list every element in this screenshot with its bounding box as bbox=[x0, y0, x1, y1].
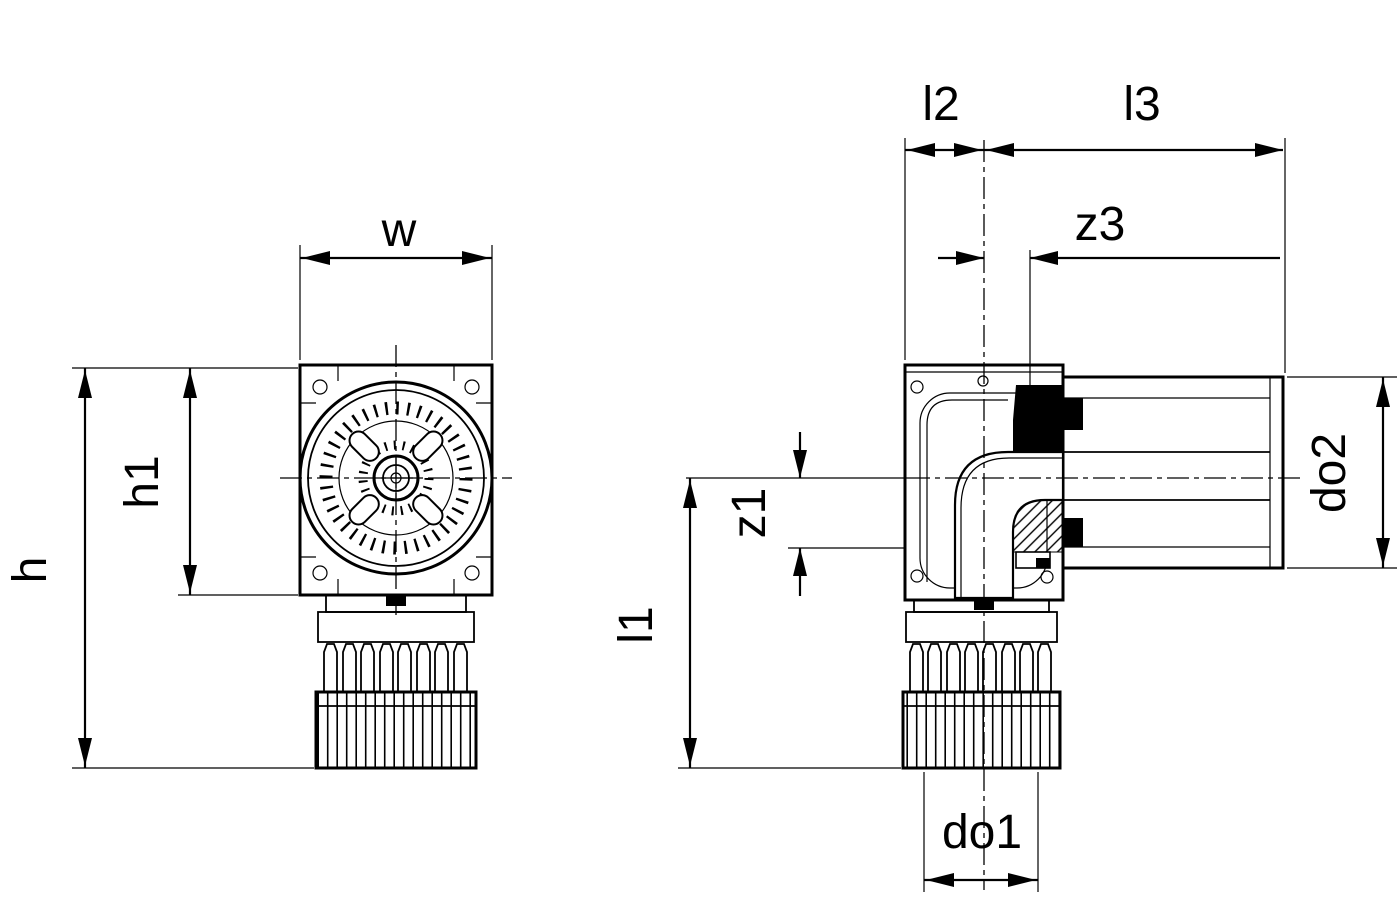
arrowhead bbox=[793, 450, 807, 478]
extension-lines bbox=[1287, 376, 1397, 569]
dim-w: w bbox=[299, 204, 493, 360]
screw-hole bbox=[1040, 570, 1054, 584]
clip-tab bbox=[386, 595, 406, 606]
arrowhead bbox=[183, 370, 197, 398]
outlet-spigot bbox=[1063, 375, 1285, 570]
arrowhead bbox=[683, 480, 697, 508]
socket-section-black bbox=[1063, 518, 1083, 547]
arrowhead bbox=[1255, 143, 1283, 157]
arrowhead bbox=[1030, 251, 1058, 265]
dim-h: h bbox=[4, 367, 314, 769]
plate-corner-notch bbox=[300, 365, 339, 404]
dim-l3: l3 bbox=[984, 78, 1286, 373]
dim-label-l3: l3 bbox=[1123, 78, 1160, 131]
knurled-collar bbox=[314, 690, 478, 770]
dim-label-do1: do1 bbox=[942, 806, 1022, 859]
centerlines bbox=[280, 140, 1302, 890]
screw-hole bbox=[464, 565, 480, 581]
arrowhead bbox=[793, 548, 807, 576]
grip-slot bbox=[412, 494, 444, 526]
dim-label-z1: z1 bbox=[723, 488, 776, 539]
rib-fins bbox=[323, 643, 468, 692]
dim-z3: z3 bbox=[938, 198, 1280, 395]
screw-hole bbox=[312, 565, 328, 581]
grip-slot bbox=[348, 430, 380, 462]
arrowhead bbox=[907, 143, 935, 157]
grip-slot bbox=[348, 494, 380, 526]
dim-do2: do2 bbox=[1287, 376, 1397, 569]
arrowhead bbox=[954, 143, 982, 157]
arrowhead bbox=[302, 251, 330, 265]
arrowhead bbox=[78, 738, 92, 766]
arrowhead bbox=[1376, 379, 1390, 407]
extension-lines bbox=[72, 367, 314, 769]
knurled-collar bbox=[901, 690, 1062, 770]
plate-corner-notch bbox=[300, 556, 339, 595]
elbow-wall-inner bbox=[960, 457, 1063, 598]
dim-label-h1: h1 bbox=[116, 455, 169, 508]
rib-fins bbox=[909, 643, 1052, 692]
arrowhead bbox=[1376, 538, 1390, 566]
plate-corner-notch bbox=[453, 365, 492, 404]
socket-section-black bbox=[1063, 398, 1083, 430]
screw-hole bbox=[977, 375, 989, 387]
arrowhead bbox=[956, 251, 984, 265]
knurled-collar-texture bbox=[903, 692, 1060, 768]
screw-hole bbox=[910, 380, 924, 394]
housing-inner-line bbox=[926, 399, 1008, 582]
dim-z1: z1 bbox=[723, 432, 905, 596]
arrowhead bbox=[462, 251, 490, 265]
arrowhead bbox=[683, 738, 697, 766]
dim-l2: l2 bbox=[904, 78, 984, 360]
knurled-collar-texture bbox=[316, 692, 476, 768]
step-detail-black bbox=[1036, 558, 1050, 568]
grip-slot bbox=[412, 430, 444, 462]
dim-do1: do1 bbox=[923, 772, 1039, 892]
dim-label-z3: z3 bbox=[1075, 198, 1126, 251]
arrowhead bbox=[986, 143, 1014, 157]
dim-l1: l1 bbox=[610, 478, 901, 769]
extension-lines bbox=[923, 772, 1039, 892]
dim-label-h: h bbox=[4, 557, 57, 584]
dim-label-do2: do2 bbox=[1303, 433, 1356, 513]
screw-hole bbox=[464, 379, 480, 395]
dim-label-l2: l2 bbox=[922, 78, 959, 131]
arrowhead bbox=[78, 370, 92, 398]
upper-collar bbox=[317, 611, 475, 643]
section-cut-black bbox=[1013, 385, 1063, 452]
plate-corner-notch bbox=[453, 556, 492, 595]
screw-hole bbox=[312, 379, 328, 395]
dim-label-l1: l1 bbox=[610, 606, 663, 643]
dim-h1: h1 bbox=[116, 368, 298, 596]
side-view bbox=[901, 363, 1285, 770]
arrowhead bbox=[183, 565, 197, 593]
dim-label-w: w bbox=[381, 204, 417, 257]
arrowhead bbox=[926, 873, 954, 887]
upper-collar bbox=[905, 611, 1058, 643]
extension-lines bbox=[299, 245, 493, 360]
screw-hole bbox=[910, 569, 924, 583]
arrowhead bbox=[1008, 873, 1036, 887]
